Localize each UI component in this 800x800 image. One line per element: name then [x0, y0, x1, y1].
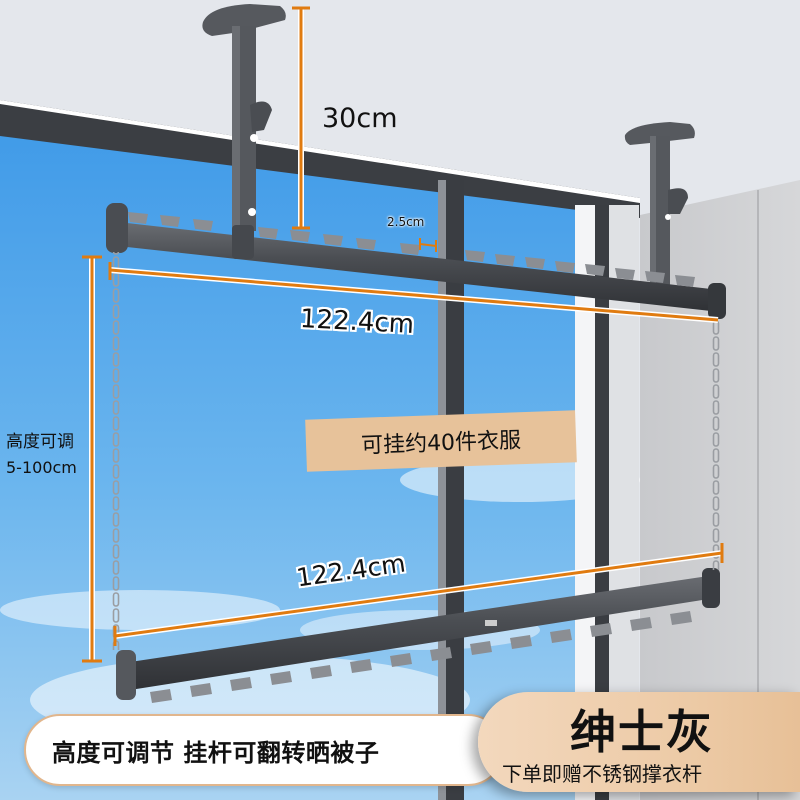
top-hanging-bar [106, 203, 726, 319]
dimension-lines [82, 6, 724, 663]
left-chain [112, 252, 120, 650]
capacity-badge: 可挂约40件衣服 [305, 410, 577, 472]
right-ceiling-mount [624, 122, 695, 286]
top-bar-length-label: 122.4cm [299, 304, 415, 340]
gift-promo-text: 下单即赠不锈钢撑衣杆 [502, 762, 702, 786]
bottom-hanging-bar [116, 568, 720, 703]
height-range-label: 5-100cm [6, 458, 77, 477]
window-mullion [446, 180, 464, 800]
hook-spacing-label: 2.5cm [387, 215, 425, 229]
color-badge: 绅士灰 下单即赠不锈钢撑衣杆 [478, 692, 800, 792]
mount-height-label: 30cm [322, 103, 398, 134]
height-adjust-label: 高度可调 [6, 432, 74, 452]
feature-banner: 高度可调节 挂杆可翻转晒被子 [24, 714, 504, 786]
right-chain [712, 318, 720, 570]
color-name: 绅士灰 [570, 705, 714, 759]
feature-text: 高度可调节 挂杆可翻转晒被子 [52, 738, 380, 767]
window-frame-top [0, 100, 640, 218]
capacity-text: 可挂约40件衣服 [360, 428, 522, 459]
left-ceiling-mount [202, 4, 286, 231]
